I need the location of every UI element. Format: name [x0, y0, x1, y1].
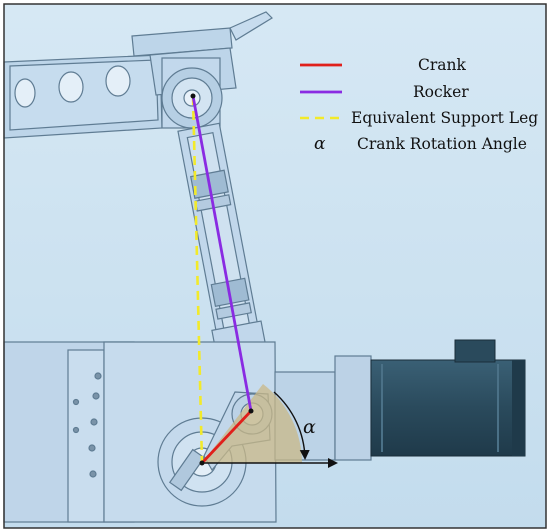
legend-rocker-label: Rocker [413, 83, 469, 101]
legend-support-label: Equivalent Support Leg [351, 109, 538, 127]
rocker-line [191, 95, 253, 412]
crank-pivot-point [199, 460, 205, 466]
crank-line [200, 410, 253, 464]
figure-border [3, 3, 547, 529]
angle-sector [202, 384, 302, 463]
legend-alpha-symbol: α [314, 134, 326, 154]
legend-crank-label: Crank [418, 56, 466, 74]
upper-joint-block [161, 57, 223, 129]
angle-arc [273, 391, 310, 460]
crank-pin-point [248, 408, 254, 414]
legend: Crank Rocker Equivalent Support Leg α Cr… [300, 56, 538, 154]
angle-label: α [303, 416, 316, 438]
motor [334, 339, 526, 461]
upper-joint-point [190, 93, 196, 99]
support-leg-line [191, 95, 204, 464]
legend-angle-label: Crank Rotation Angle [357, 135, 527, 153]
